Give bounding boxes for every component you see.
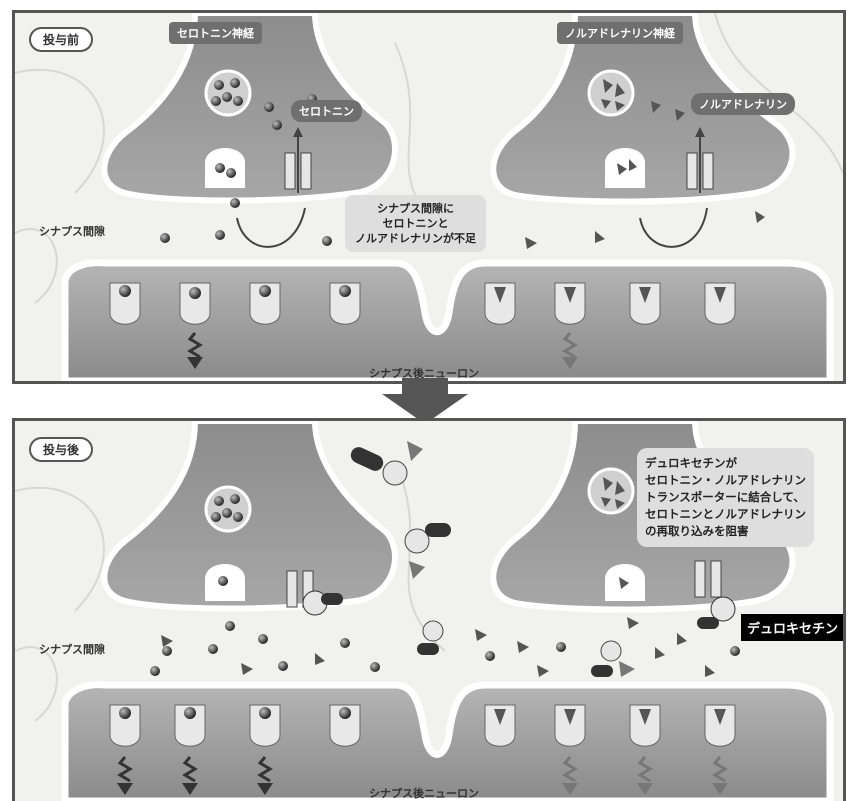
mechanism-line: セロトニン・ノルアドレナリン [645,472,806,489]
mechanism-line: デュロキセチンが [645,455,806,472]
stage-label-after: 投与後 [29,437,93,462]
serotonin-molecules [150,621,740,676]
mechanism-line: トランスポーターに結合して、 [645,489,806,506]
drug-name-label: デュロキセチン [741,614,844,641]
mechanism-callout: デュロキセチンが セロトニン・ノルアドレナリン トランスポーターに結合して、 セ… [637,448,814,547]
mechanism-line: の再取り込みを阻害 [645,523,806,540]
deficiency-callout: シナプス間隙に セロトニンと ノルアドレナリンが不足 [345,195,486,252]
synaptic-cleft-label: シナプス間隙 [39,641,105,657]
serotonin-label: セロトニン [291,100,362,122]
noradrenaline-nerve-label: ノルアドレナリン神経 [557,22,683,44]
deficiency-line: ノルアドレナリンが不足 [355,231,476,246]
mechanism-line: セロトニンとノルアドレナリン [645,506,806,523]
before-panel: 投与前 セロトニン神経 ノルアドレナリン神経 セロトニン ノルアドレナリン シナ… [12,10,846,384]
serotonin-reuptake-arrow [237,208,305,247]
noradrenaline-reuptake-arrow [640,208,707,247]
deficiency-line: セロトニンと [355,216,476,231]
noradrenaline-vesicle [589,469,633,513]
after-panel: 投与後 シナプス間隙 デュロキセチンが セロトニン・ノルアドレナリン トランスポ… [12,418,846,801]
serotonin-nerve-label: セロトニン神経 [169,22,262,44]
noradrenaline-label: ノルアドレナリン [691,93,795,115]
stage-label-before: 投与前 [29,27,93,52]
synaptic-cleft-label: シナプス間隙 [39,223,105,239]
noradrenaline-vesicle [589,71,633,115]
deficiency-line: シナプス間隙に [355,201,476,216]
